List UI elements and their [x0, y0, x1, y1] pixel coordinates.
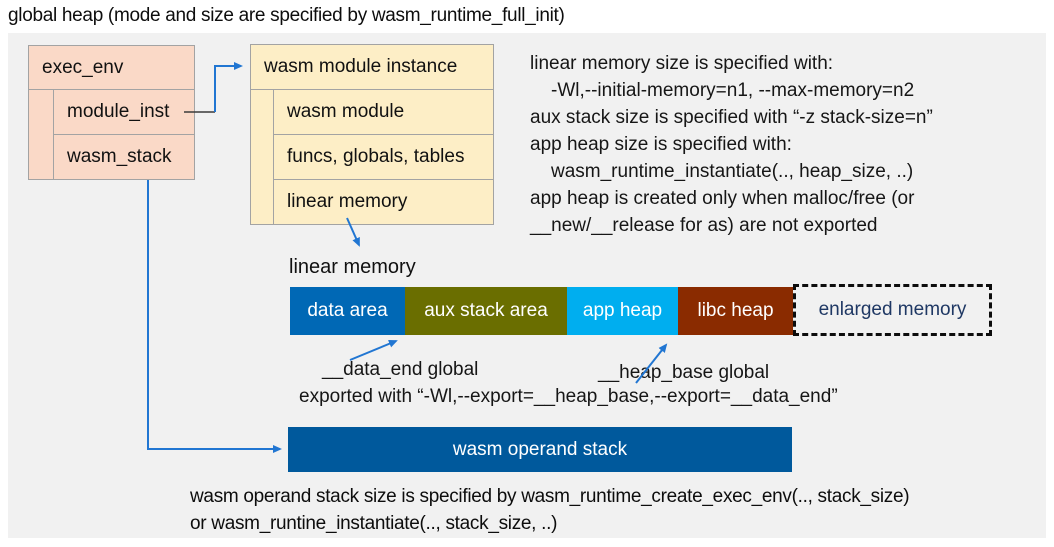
exec-env-box: exec_env module_inst wasm_stack: [28, 45, 195, 180]
exported-with-label: exported with “-Wl,--export=__heap_base,…: [299, 386, 838, 407]
data-end-global-label: __data_end global: [322, 359, 479, 380]
segment-enlarged-memory: enlarged memory: [793, 284, 992, 336]
linear-memory-label: linear memory: [289, 256, 416, 278]
info-line: linear memory size is specified with:: [530, 53, 834, 74]
note-line: or wasm_runtine_instantiate(.., stack_si…: [190, 513, 558, 534]
exec-env-row-wasm-stack: wasm_stack: [53, 134, 195, 180]
info-line: __new/__release for as) are not exported: [530, 215, 878, 236]
segment-data-area: data area: [290, 287, 405, 335]
heap-base-global-label: __heap_base global: [598, 362, 770, 383]
module-instance-row-funcs-globals-tables: funcs, globals, tables: [273, 134, 494, 180]
info-line: wasm_runtime_instantiate(.., heap_size, …: [551, 161, 914, 182]
exec-env-row-module-inst: module_inst: [53, 89, 195, 135]
module-instance-row-wasm-module: wasm module: [273, 89, 494, 135]
segment-libc-heap: libc heap: [678, 287, 793, 335]
info-line: app heap size is specified with:: [530, 134, 792, 155]
note-line: wasm operand stack size is specified by …: [190, 486, 910, 507]
segment-app-heap: app heap: [567, 287, 678, 335]
wasm-operand-stack-bar: wasm operand stack: [288, 427, 792, 472]
memory-size-info-text: linear memory size is specified with: -W…: [530, 50, 933, 239]
operand-stack-note: wasm operand stack size is specified by …: [190, 483, 910, 537]
module-instance-header: wasm module instance: [251, 45, 493, 90]
module-instance-row-linear-memory: linear memory: [273, 179, 494, 225]
exec-env-header: exec_env: [29, 46, 194, 90]
info-line: aux stack size is specified with “-z sta…: [530, 107, 933, 128]
segment-aux-stack-area: aux stack area: [405, 287, 567, 335]
module-instance-box: wasm module instance wasm module funcs, …: [250, 44, 494, 225]
info-line: -Wl,--initial-memory=n1, --max-memory=n2: [551, 80, 915, 101]
info-line: app heap is created only when malloc/fre…: [530, 188, 915, 209]
diagram-title: global heap (mode and size are specified…: [8, 5, 565, 26]
